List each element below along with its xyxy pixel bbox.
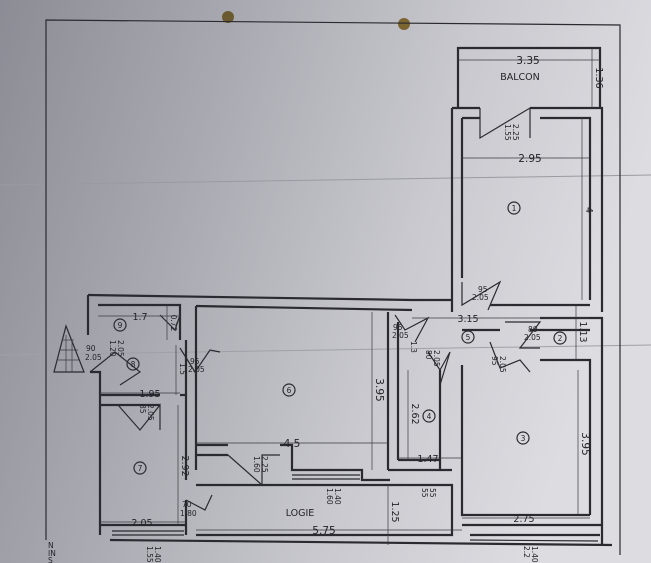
- room-marker: [282, 383, 296, 397]
- dimension-label: 1.7: [132, 312, 147, 323]
- drawing-frame: [45, 19, 621, 555]
- room-marker: [126, 357, 140, 371]
- opening-height: 2.05: [85, 353, 102, 362]
- opening-width: 1.60: [325, 488, 334, 505]
- room-markers: [113, 201, 567, 475]
- opening-height: 2.05: [392, 331, 409, 340]
- opening-height: 1.80: [180, 509, 197, 518]
- opening-height: 2.05: [188, 365, 205, 374]
- dimension-label: 1.25: [389, 501, 400, 522]
- opening-width: 1.55: [503, 124, 512, 141]
- dimension-label: 2.92: [179, 455, 190, 476]
- room-number: 7: [138, 464, 143, 473]
- opening-width: 95: [478, 285, 488, 294]
- punch-hole: [222, 11, 234, 23]
- opening-width: 80: [528, 325, 538, 334]
- opening-height: 2.05: [498, 356, 507, 373]
- opening-width: 90: [86, 344, 96, 353]
- dimension-label: 3.95: [579, 432, 591, 455]
- stair-hatch-icon: [53, 324, 85, 373]
- opening-width: 85: [138, 404, 147, 414]
- dimension-label: 2.95: [518, 153, 541, 165]
- room-number: 3: [521, 434, 526, 443]
- opening-width: 2.2: [522, 546, 531, 558]
- room-marker: [133, 461, 147, 475]
- punch-hole: [398, 18, 410, 30]
- room-marker: [553, 331, 567, 345]
- room-number: 8: [131, 360, 136, 369]
- opening-width: 1.20: [108, 340, 117, 357]
- room-number: 5: [466, 333, 471, 342]
- opening-height: 2.05: [116, 340, 125, 357]
- plan-labels: 1 2 3 4 5 6 7 8 9 BALCON LOGIE 3.35 1.36…: [48, 55, 604, 563]
- opening-height: 2.05: [472, 293, 489, 302]
- loggia-label: LOGIE: [286, 508, 315, 519]
- room-number: 2: [558, 334, 563, 343]
- room-number: 4: [427, 412, 432, 421]
- dimension-label: 5.75: [312, 525, 335, 537]
- dimension-label: 2.62: [409, 403, 420, 424]
- room-number: 6: [287, 386, 292, 395]
- dimension-label: 1.5: [178, 363, 187, 375]
- room-number: 9: [118, 321, 123, 330]
- opening-height: 2.05: [146, 404, 155, 421]
- dimension-label: 3.15: [457, 314, 478, 325]
- opening-width: 95: [490, 356, 499, 366]
- dimension-label: 1.13: [577, 321, 588, 342]
- opening-width: 80: [424, 350, 433, 360]
- dimension-label: 3.95: [373, 378, 385, 401]
- opening-width: 1.3: [409, 341, 418, 353]
- opening-height: 55: [428, 488, 437, 498]
- opening-height: 1.40: [153, 546, 162, 563]
- opening-width: 1.55: [145, 546, 154, 563]
- opening-width: 55: [420, 488, 429, 498]
- room-marker: [461, 330, 475, 344]
- room-number: 1: [512, 204, 517, 213]
- opening-height: 1.40: [333, 488, 342, 505]
- opening-width: 1.60: [252, 456, 261, 473]
- dimension-label: 4.5: [284, 438, 301, 450]
- room-marker: [516, 431, 530, 445]
- room-marker: [422, 409, 436, 423]
- dimension-label: 0.72: [169, 315, 178, 332]
- paper-fold: [0, 344, 651, 356]
- dimension-label: 1.95: [139, 389, 160, 400]
- dimension-label: 3.35: [516, 55, 539, 67]
- corner-note: S: [48, 556, 53, 563]
- opening-width: 95: [190, 357, 200, 366]
- opening-height: 1.40: [530, 546, 539, 563]
- opening-height: 2.05: [432, 350, 441, 367]
- opening-width: 70: [182, 500, 192, 509]
- balcony-label: BALCON: [500, 72, 540, 83]
- opening-width: 95: [393, 323, 403, 332]
- windows: [112, 474, 599, 542]
- dimension-label: 2.75: [513, 514, 534, 525]
- dimension-label: 2.05: [131, 518, 152, 529]
- corner-note: N: [48, 541, 54, 550]
- dimension-lines: [98, 48, 600, 545]
- opening-height: 2.25: [260, 456, 269, 473]
- room-marker: [113, 318, 127, 332]
- room-marker: [507, 201, 521, 215]
- dimension-label: 4: [583, 207, 594, 213]
- opening-height: 2.05: [524, 333, 541, 342]
- corner-note: IN: [48, 549, 56, 558]
- dimension-label: 1.36: [593, 67, 604, 88]
- opening-height: 2.25: [511, 124, 520, 141]
- dimension-label: 1.47: [417, 454, 438, 465]
- paper-fold: [0, 174, 651, 186]
